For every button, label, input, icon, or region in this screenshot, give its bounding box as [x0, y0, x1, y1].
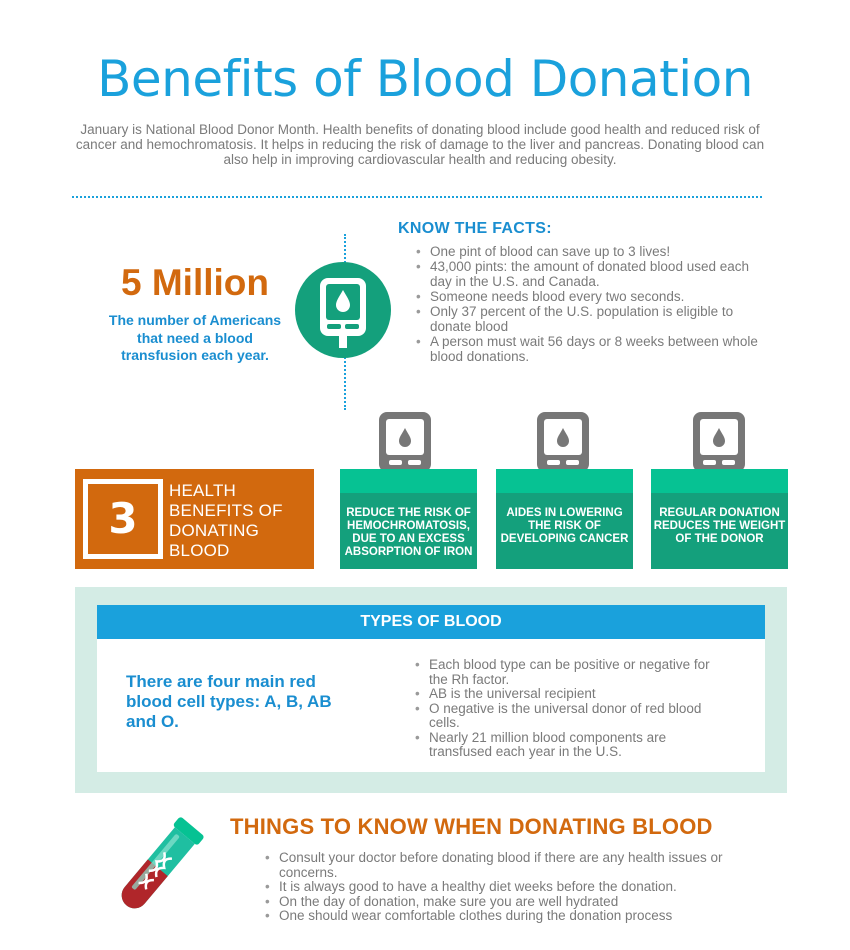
benefit-card: REGULAR DONATION REDUCES THE WEIGHT OF T…: [651, 469, 788, 569]
list-item: O negative is the universal donor of red…: [415, 701, 729, 731]
blood-meter-icon: [379, 412, 431, 478]
benefit-card-body: [651, 493, 788, 569]
list-item: One should wear comfortable clothes duri…: [265, 908, 759, 924]
benefit-text: REGULAR DONATION REDUCES THE WEIGHT OF T…: [653, 507, 786, 545]
benefit-card: REDUCE THE RISK OF HEMOCHROMATOSIS, DUE …: [340, 469, 477, 569]
dotted-divider: [72, 196, 762, 198]
facts-title: KNOW THE FACTS:: [398, 220, 552, 237]
page-title: Benefits of Blood Donation: [97, 50, 753, 108]
blood-meter-badge: [295, 262, 391, 358]
benefit-card-band: [496, 469, 633, 493]
stat-number: 5 Million: [121, 262, 269, 303]
benefit-card-band: [651, 469, 788, 493]
blood-meter-icon: [693, 412, 745, 478]
list-item: 43,000 pints: the amount of donated bloo…: [416, 259, 760, 289]
list-item: AB is the universal recipient: [415, 686, 729, 702]
list-item: Only 37 percent of the U.S. population i…: [416, 304, 760, 334]
blood-meter-icon: [537, 412, 589, 478]
types-list: Each blood type can be positive or negat…: [415, 657, 729, 760]
things-list: Consult your doctor before donating bloo…: [265, 850, 759, 924]
health-benefits-count: 3: [108, 494, 138, 543]
stat-description: The number of Americans that need a bloo…: [108, 312, 282, 363]
benefit-card: AIDES IN LOWERING THE RISK OF DEVELOPING…: [496, 469, 633, 569]
types-lead-text: There are four main red blood cell types…: [126, 672, 332, 731]
types-title: TYPES OF BLOOD: [97, 605, 765, 639]
list-item: A person must wait 56 days or 8 weeks be…: [416, 334, 760, 364]
benefit-card-body: [340, 493, 477, 569]
facts-list: One pint of blood can save up to 3 lives…: [416, 244, 760, 364]
test-tube-icon: [121, 817, 204, 909]
list-item: One pint of blood can save up to 3 lives…: [416, 244, 760, 259]
benefit-card-band: [340, 469, 477, 493]
list-item: Someone needs blood every two seconds.: [416, 289, 760, 304]
intro-paragraph: January is National Blood Donor Month. H…: [75, 122, 765, 167]
health-benefits-box: 3 HEALTH BENEFITS OF DONATING BLOOD: [75, 469, 314, 569]
number-frame: 3: [83, 479, 163, 559]
things-title: THINGS TO KNOW WHEN DONATING BLOOD: [230, 814, 713, 839]
list-item: It is always good to have a healthy diet…: [265, 879, 759, 895]
list-item: On the day of donation, make sure you ar…: [265, 894, 759, 910]
benefit-text: REDUCE THE RISK OF HEMOCHROMATOSIS, DUE …: [344, 507, 473, 558]
list-item: Each blood type can be positive or negat…: [415, 657, 729, 687]
list-item: Nearly 21 million blood components are t…: [415, 730, 729, 760]
health-benefits-label: HEALTH BENEFITS OF DONATING BLOOD: [169, 481, 283, 560]
benefit-card-body: [496, 493, 633, 569]
blood-meter-icon: [320, 278, 366, 348]
benefit-text: AIDES IN LOWERING THE RISK OF DEVELOPING…: [500, 507, 629, 545]
list-item: Consult your doctor before donating bloo…: [265, 850, 759, 880]
